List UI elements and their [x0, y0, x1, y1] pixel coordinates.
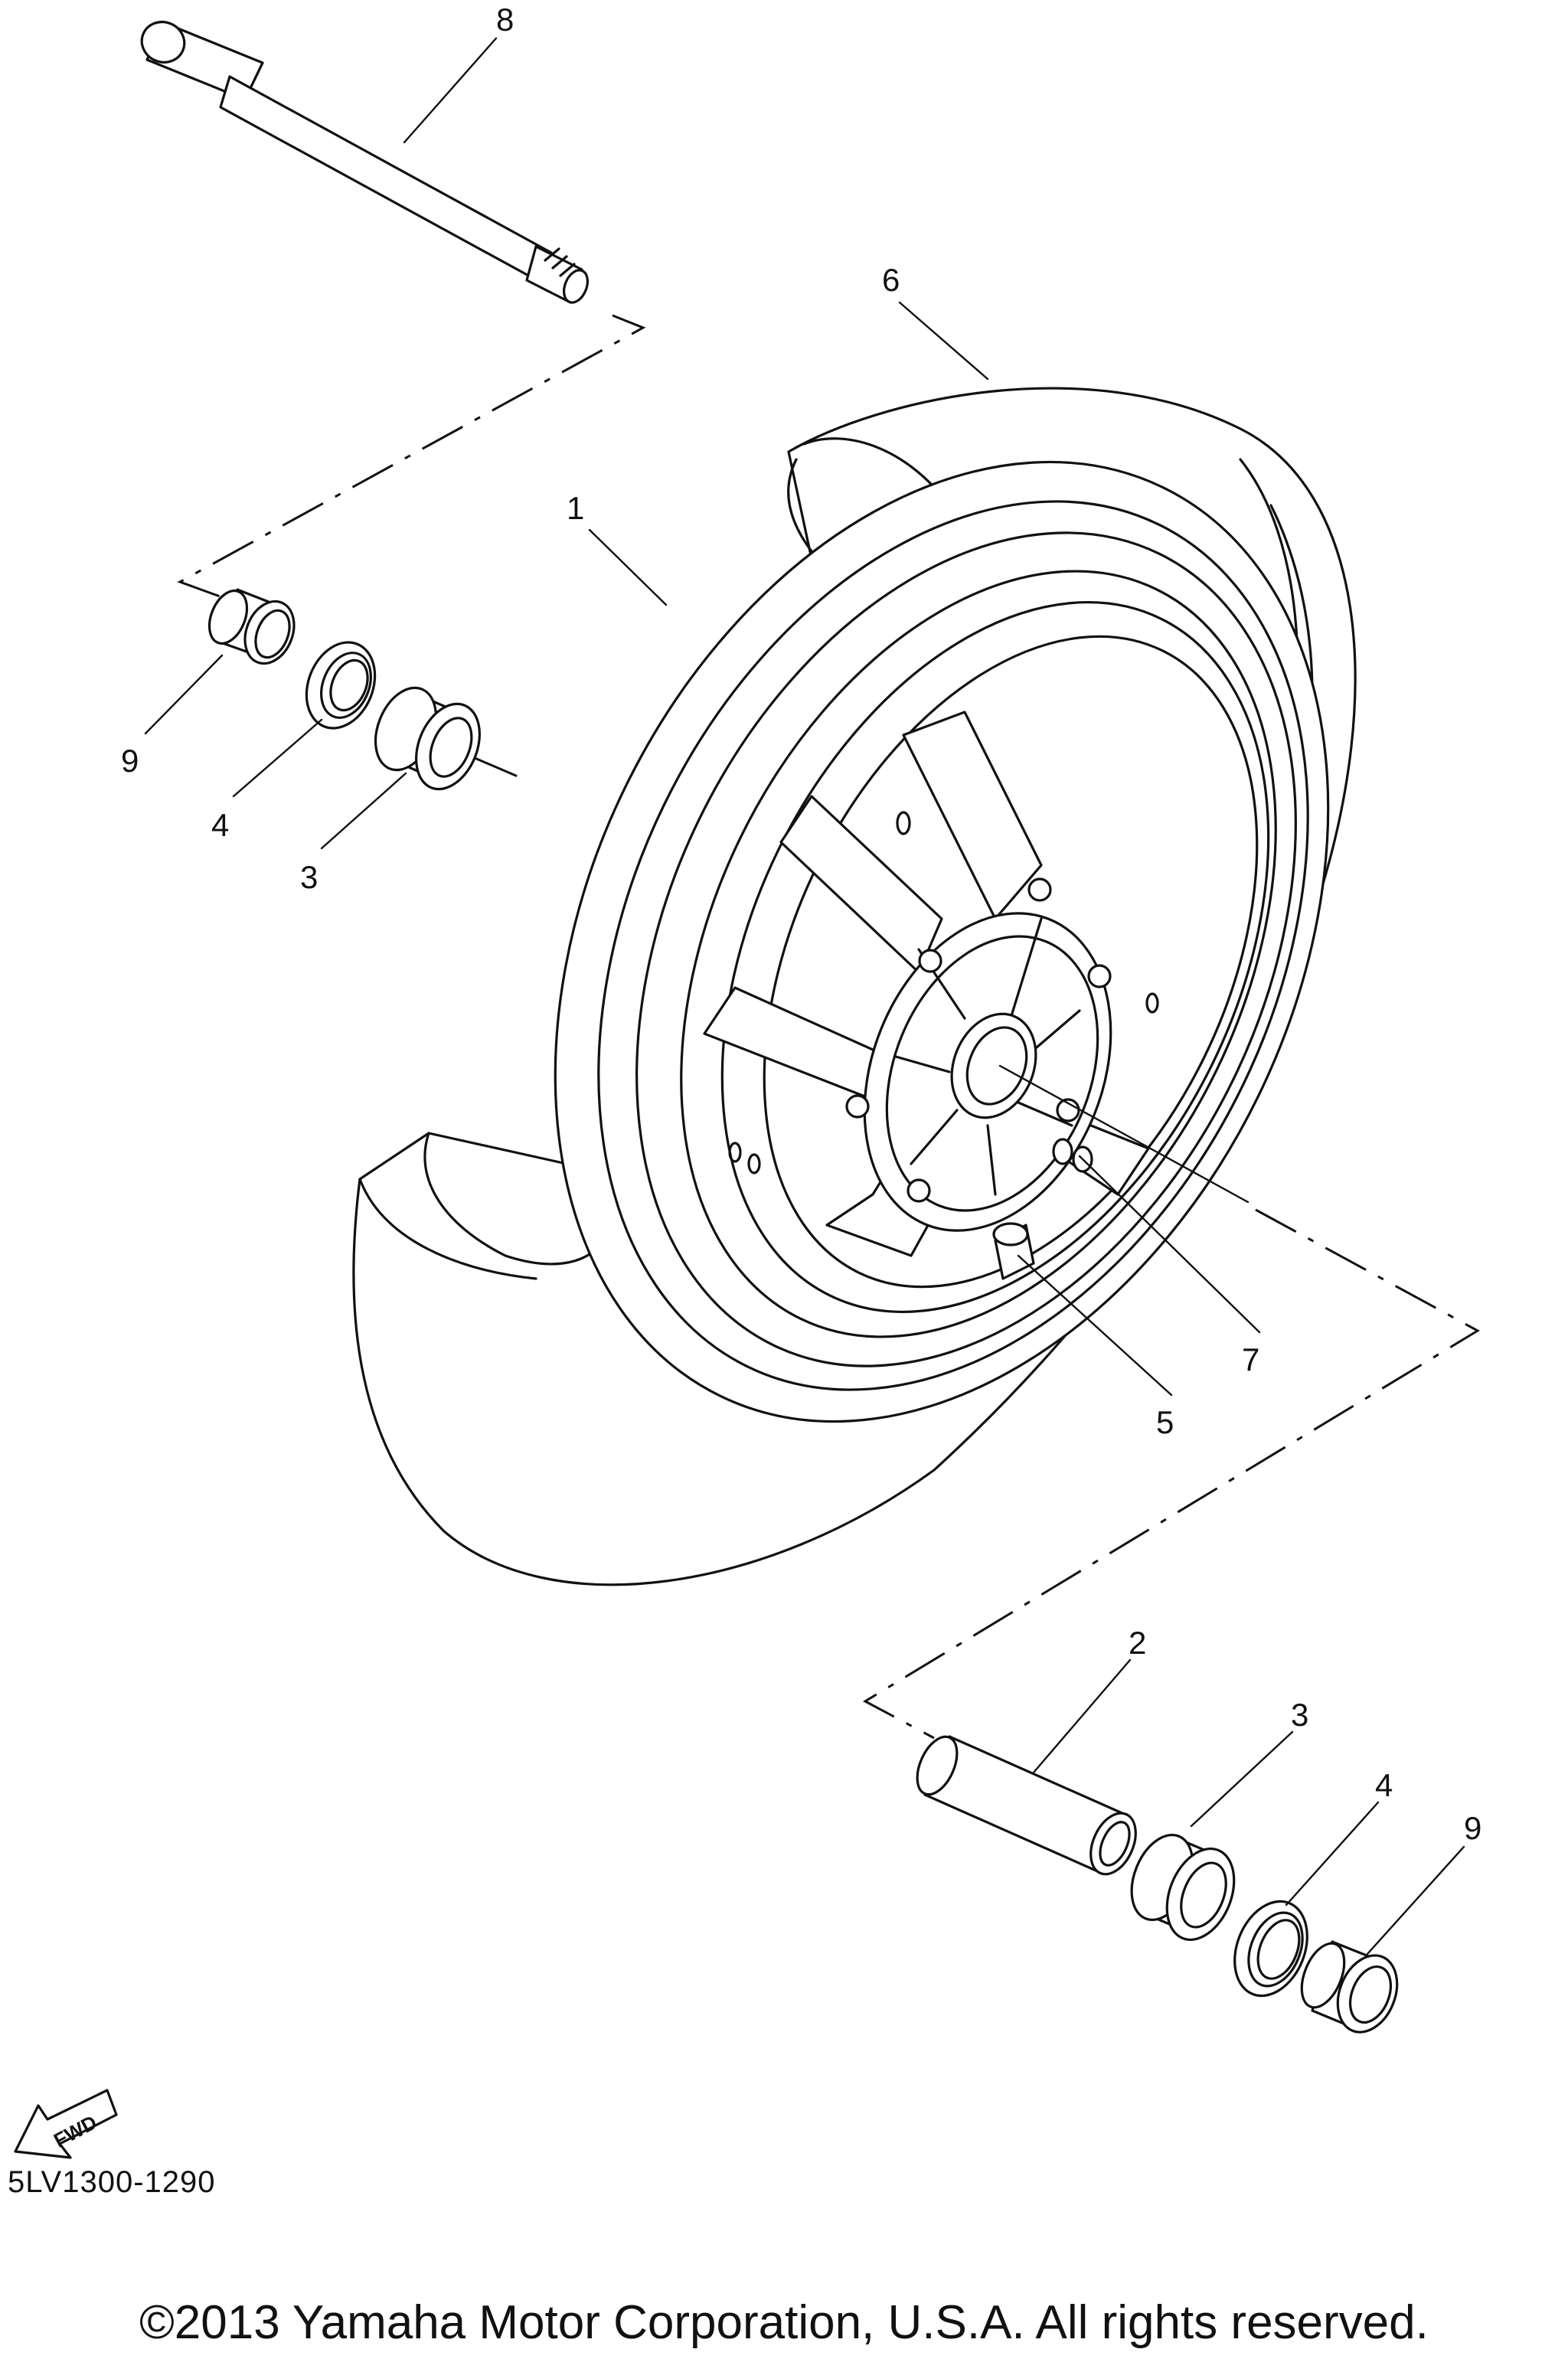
label-3b: 3 — [1291, 1697, 1308, 1733]
leader-4-right — [1285, 1801, 1380, 1906]
leader-9-left — [144, 654, 224, 735]
label-8a: 8 — [496, 2, 514, 38]
spacer-part-2 — [916, 1735, 1137, 1876]
label-5: 5 — [1156, 1404, 1174, 1440]
oil-seal-part-4-right — [1233, 1900, 1308, 1998]
bearing-part-3-right — [1130, 1833, 1236, 1942]
leader-7 — [1078, 1155, 1261, 1334]
assembly-line-left — [474, 756, 529, 782]
leader-2 — [1032, 1658, 1132, 1774]
leader-5 — [1017, 1254, 1173, 1397]
assembly-line-upper — [177, 314, 646, 599]
collar-part-9-left — [207, 588, 296, 665]
diagram-code: 5LV1300-1290 — [8, 2165, 216, 2199]
leader-6 — [898, 301, 989, 381]
label-2: 2 — [1129, 1625, 1146, 1661]
oil-seal-part-4-left — [305, 641, 377, 730]
label-7: 7 — [1242, 1341, 1259, 1377]
label-4a: 4 — [211, 807, 229, 843]
label-6: 6 — [882, 262, 900, 298]
label-9a: 9 — [121, 743, 139, 779]
axle-part-8 — [140, 21, 589, 304]
wheel-part-1 — [554, 460, 1330, 1423]
leader-1 — [588, 528, 668, 606]
valve-part-5 — [992, 1222, 1035, 1280]
label-1: 1 — [567, 490, 584, 526]
label-9b: 9 — [1464, 1810, 1481, 1846]
leader-8 — [403, 37, 498, 144]
leader-axle-center — [998, 1064, 1250, 1204]
leader-3-left — [320, 772, 407, 850]
leader-9-right — [1366, 1845, 1465, 1955]
copyright-notice: ©2013 Yamaha Motor Corporation, U.S.A. A… — [139, 2296, 1429, 2349]
label-4b: 4 — [1375, 1767, 1393, 1803]
label-3a: 3 — [300, 859, 318, 895]
leader-4-left — [232, 718, 323, 798]
fwd-arrow-icon: FWD — [14, 2089, 118, 2159]
collar-part-9-right — [1300, 1940, 1399, 2034]
leader-3-right — [1190, 1730, 1294, 1828]
bearing-part-3-left — [374, 686, 481, 791]
